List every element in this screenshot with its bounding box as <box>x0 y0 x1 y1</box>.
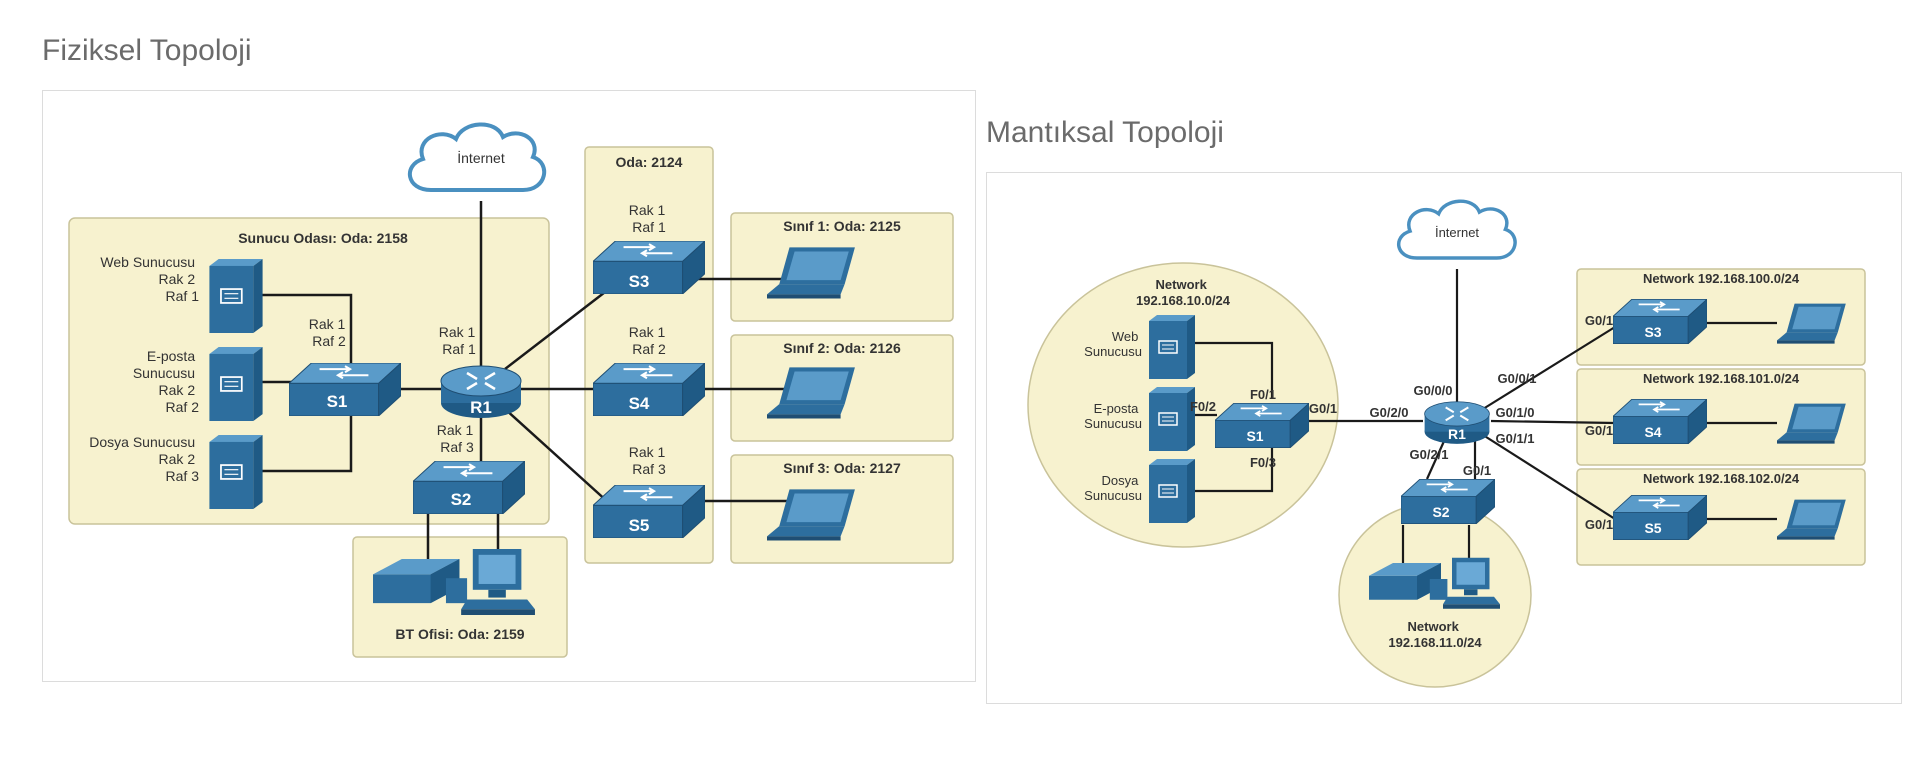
class1-label: Sınıf 1: Oda: 2125 <box>783 218 901 234</box>
switch-s2-label: S2 <box>451 490 472 509</box>
physical-topology-panel: İnternet Sunucu Odası: Oda: 2158 Oda: 21… <box>42 90 976 682</box>
email-server-label: E-posta Sunucusu <box>1084 401 1142 431</box>
email-server-label: E-posta Sunucusu Rak 2 Raf 2 <box>133 348 199 415</box>
s5-location-label: Rak 1 Raf 3 <box>629 444 669 477</box>
r1-port-g021: G0/2/1 <box>1409 447 1448 462</box>
network-102-label: Network 192.168.102.0/24 <box>1643 471 1800 486</box>
web-server-label: Web Sunucusu <box>1084 329 1142 359</box>
r1-port-g010: G0/1/0 <box>1495 405 1534 420</box>
class3-label: Sınıf 3: Oda: 2127 <box>783 460 901 476</box>
file-server-icon <box>209 435 263 509</box>
physical-topology-diagram: İnternet Sunucu Odası: Oda: 2158 Oda: 21… <box>68 122 954 658</box>
web-server-label: Web Sunucusu Rak 2 Raf 1 <box>100 254 199 304</box>
s4-location-label: Rak 1 Raf 2 <box>629 324 669 357</box>
s3-port-g01: G0/1 <box>1585 313 1613 328</box>
internet-label: İnternet <box>457 149 505 166</box>
logical-topology-diagram: İnternet Network 192.168.10.0/24 Network… <box>1027 199 1866 688</box>
it-office-label: BT Ofisi: Oda: 2159 <box>395 626 524 642</box>
s4-port-g01: G0/1 <box>1585 423 1613 438</box>
r1-port-g020: G0/2/0 <box>1369 405 1408 420</box>
r1-port-g011: G0/1/1 <box>1495 431 1534 446</box>
web-server-icon <box>1149 315 1195 379</box>
router-r1-label: R1 <box>470 398 492 417</box>
network-100-label: Network 192.168.100.0/24 <box>1643 271 1800 286</box>
email-server-icon <box>1149 387 1195 451</box>
s2-port-g01: G0/1 <box>1463 463 1491 478</box>
switch-s5-label: S5 <box>1644 520 1661 536</box>
r1-port-g000: G0/0/0 <box>1413 383 1452 398</box>
s2-location-label: Rak 1 Raf 3 <box>437 422 477 455</box>
switch-s1-label: S1 <box>327 392 348 411</box>
internet-label: İnternet <box>1435 225 1479 240</box>
s1-port-f02: F0/2 <box>1190 399 1216 414</box>
network-11-label: Network 192.168.11.0/24 <box>1388 619 1482 650</box>
server-room-label: Sunucu Odası: Oda: 2158 <box>238 230 408 246</box>
file-server-label: Dosya Sunucusu Rak 2 Raf 3 <box>89 434 199 484</box>
network-102-area <box>1576 468 1866 566</box>
physical-topology-title: Fiziksel Topoloji <box>42 34 252 67</box>
logical-topology-panel: İnternet Network 192.168.10.0/24 Network… <box>986 172 1902 704</box>
s1-location-label: Rak 1 Raf 2 <box>309 316 349 349</box>
s1-port-f03: F0/3 <box>1250 455 1276 470</box>
room-2124-label: Oda: 2124 <box>616 154 683 170</box>
switch-s1-label: S1 <box>1246 428 1263 444</box>
network-101-label: Network 192.168.101.0/24 <box>1643 371 1800 386</box>
switch-s5-label: S5 <box>629 516 650 535</box>
switch-s3-label: S3 <box>629 272 650 291</box>
email-server-icon <box>209 347 263 421</box>
switch-s4-label: S4 <box>629 394 650 413</box>
switch-s4-label: S4 <box>1644 424 1661 440</box>
web-server-icon <box>209 259 263 333</box>
r1-location-label: Rak 1 Raf 1 <box>439 324 479 357</box>
s1-port-g01: G0/1 <box>1309 401 1337 416</box>
class2-label: Sınıf 2: Oda: 2126 <box>783 340 901 356</box>
switch-s3-label: S3 <box>1644 324 1661 340</box>
file-server-label: Dosya Sunucusu <box>1084 473 1142 503</box>
file-server-icon <box>1149 459 1195 523</box>
network-10-label: Network 192.168.10.0/24 <box>1136 277 1231 308</box>
r1-port-g001: G0/0/1 <box>1497 371 1536 386</box>
router-r1-label: R1 <box>1448 426 1466 442</box>
s3-location-label: Rak 1 Raf 1 <box>629 202 669 235</box>
switch-s2-label: S2 <box>1432 504 1449 520</box>
logical-topology-title: Mantıksal Topoloji <box>986 116 1224 149</box>
s5-port-g01: G0/1 <box>1585 517 1613 532</box>
s1-port-f01: F0/1 <box>1250 387 1276 402</box>
